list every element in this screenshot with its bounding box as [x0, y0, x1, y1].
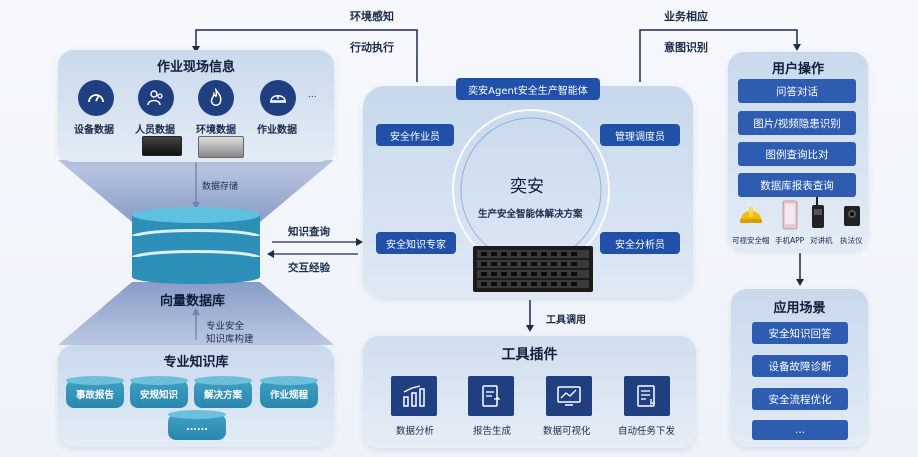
tool-label: 数据可视化	[543, 426, 591, 437]
line-chart-icon[interactable]	[546, 376, 592, 416]
kb-build-label-2: 知识库构建	[206, 334, 254, 345]
helmet-icon	[260, 80, 296, 116]
process-optimization-button[interactable]: 安全流程优化	[752, 388, 848, 410]
fault-diagnosis-button[interactable]: 设备故障诊断	[752, 355, 848, 377]
flow-label-env-sense: 环境感知	[350, 10, 394, 23]
device-label: 可视安全帽	[732, 236, 770, 245]
qa-dialog-button[interactable]: 问答对话	[738, 79, 856, 103]
tools-title: 工具插件	[501, 347, 558, 363]
role-safety-analyst[interactable]: 安全分析员	[600, 232, 680, 254]
edge-device-image	[142, 136, 182, 156]
site-more: ...	[308, 90, 317, 100]
device-label: 执法仪	[840, 236, 863, 245]
storage-label: 数据存储	[202, 182, 239, 192]
interaction-experience-label: 交互经验	[288, 262, 330, 274]
people-icon	[138, 80, 174, 116]
legend-query-button[interactable]: 图例查询比对	[738, 142, 856, 166]
role-safety-operator[interactable]: 安全作业员	[376, 124, 454, 146]
walkie-talkie-icon	[812, 197, 824, 228]
server-device-image	[198, 136, 244, 158]
user-ops-title: 用户操作	[771, 62, 824, 77]
speedometer-icon	[78, 80, 114, 116]
phone-icon	[782, 200, 798, 230]
more-scenarios-button[interactable]: ...	[752, 420, 848, 440]
kb-item-more: ......	[168, 410, 226, 440]
knowledge-answer-button[interactable]: 安全知识回答	[752, 322, 848, 344]
agent-center-subtitle: 生产安全智能体解决方案	[478, 209, 583, 220]
knowledge-base-title: 专业知识库	[163, 355, 229, 370]
safety-helmet-icon	[740, 207, 762, 223]
kb-item-solutions: 解决方案	[194, 376, 252, 408]
vector-db-title: 向量数据库	[160, 294, 226, 309]
device-label: 手机APP	[775, 236, 805, 245]
tool-label: 数据分析	[396, 426, 435, 437]
tool-label: 自动任务下发	[618, 426, 676, 437]
scenarios-title: 应用场景	[773, 301, 826, 316]
task-list-icon[interactable]	[624, 376, 670, 416]
agent-center-title: 奕安	[510, 177, 544, 197]
flow-label-action: 行动执行	[350, 41, 394, 54]
agent-header: 奕安Agent安全生产智能体	[456, 78, 600, 100]
role-dispatcher[interactable]: 管理调度员	[600, 124, 680, 146]
device-label: 对讲机	[810, 236, 833, 245]
kb-item-safety-rules: 安规知识	[130, 376, 188, 408]
kb-item-procedures: 作业规程	[260, 376, 318, 408]
kb-build-label-1: 专业安全	[206, 321, 245, 332]
flame-icon	[198, 80, 234, 116]
server-rack-image	[473, 246, 593, 292]
bar-chart-icon[interactable]	[391, 376, 437, 416]
kb-item-accident-report: 事故报告	[66, 376, 124, 408]
tool-label: 报告生成	[473, 426, 512, 437]
site-info-title: 作业现场信息	[156, 60, 235, 75]
site-item-label: 人员数据	[135, 125, 175, 136]
hazard-recognition-button[interactable]: 图片/视频隐患识别	[738, 111, 856, 135]
role-knowledge-expert[interactable]: 安全知识专家	[376, 232, 456, 254]
body-camera-icon	[844, 206, 860, 226]
report-icon[interactable]	[468, 376, 514, 416]
db-report-query-button[interactable]: 数据库报表查询	[738, 173, 856, 197]
site-item-label: 作业数据	[257, 125, 297, 136]
knowledge-query-label: 知识查询	[288, 226, 330, 238]
tool-call-label: 工具调用	[546, 315, 586, 326]
flow-label-business: 业务相应	[664, 10, 708, 23]
vector-db-cylinder	[132, 207, 260, 284]
site-item-label: 环境数据	[196, 125, 236, 136]
flow-label-intent: 意图识别	[664, 41, 708, 54]
site-item-label: 设备数据	[74, 125, 114, 136]
